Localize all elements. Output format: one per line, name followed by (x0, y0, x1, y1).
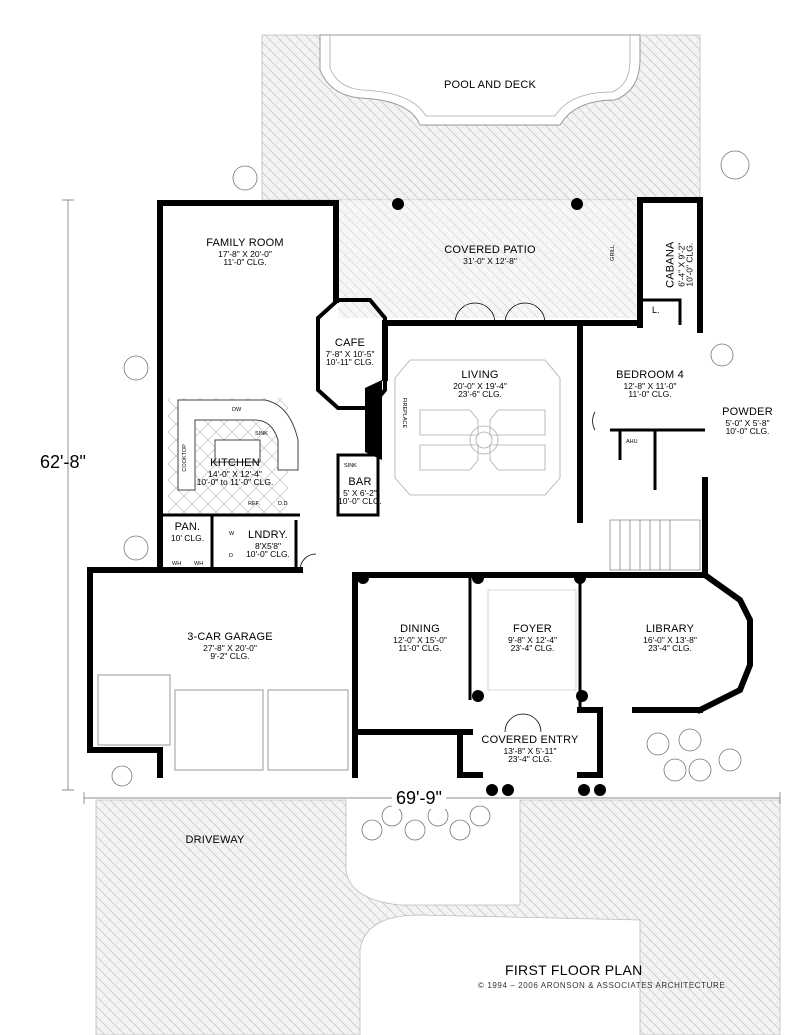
pantry-label: PAN. 10' CLG. (170, 521, 205, 543)
kitchen-sink-label: SINK (255, 431, 268, 437)
columns (357, 198, 606, 796)
dining-label: DINING 12'-0" X 15'-0" 11'-0" CLG. (393, 623, 447, 654)
library-label: LIBRARY 16'-0" X 13'-8" 23'-4" CLG. (643, 623, 697, 654)
fireplace-label: FIREPLACE (401, 397, 408, 429)
pool-label: POOL AND DECK (443, 79, 537, 91)
living-ceiling-detail (394, 359, 561, 496)
kitchen-island (214, 439, 261, 463)
double-oven-label: D.D (278, 501, 288, 507)
linen-label: L. (652, 305, 660, 315)
covered-patio-area (338, 200, 638, 318)
depth-dimension: 62'-8" (40, 452, 86, 472)
garage-label: 3-CAR GARAGE 27'-8" X 20'-0" 9'-2" CLG. (187, 631, 273, 662)
cooktop-label: COOKTOP (181, 444, 188, 472)
driveway-area (95, 799, 781, 1035)
washer-label: W (229, 531, 235, 537)
pool-deck (261, 34, 701, 201)
foyer-label: FOYER 9'-8" X 12'-4" 23'-4" CLG. (508, 623, 557, 654)
cabana-label: CABANA 6'-4" X 9'-2" 10'-0" CLG. (664, 241, 695, 288)
foyer-rug (487, 589, 577, 691)
kitchen-label: KITCHEN 14'-0" X 12'-4" 10'-0" to 11'-0"… (196, 457, 274, 488)
shrubs (111, 150, 750, 841)
bar-sink-label: SINK (344, 463, 357, 469)
laundry-label: LNDRY. 8'X5'8" 10'-0" CLG. (246, 529, 290, 560)
powder-label: POWDER 5'-0" X 5'-8" 10'-0" CLG. (722, 406, 773, 437)
width-dimension: 69'-9" (392, 788, 446, 809)
dishwasher-label: DW (232, 407, 242, 413)
plan-title: FIRST FLOOR PLAN (505, 962, 643, 978)
kitchen-counter (177, 399, 299, 491)
cafe-label: CAFE 7'-8" X 10'-5" 10'-11" CLG. (325, 337, 375, 368)
covered-patio-label: COVERED PATIO 31'-0" X 12'-8" (444, 244, 536, 266)
bar-label: BAR 5' X 6'-2" 10'-0" CLG. (338, 476, 382, 507)
cafe-bay (316, 298, 387, 410)
exterior-walls (87, 197, 753, 778)
garage-bays (97, 674, 349, 771)
driveway-label: DRIVEWAY (185, 834, 245, 846)
water-heater-1-label: WH (172, 561, 182, 567)
grill-label: GRILL (610, 244, 617, 261)
staircase (609, 519, 701, 571)
water-heater-2-label: WH (194, 561, 204, 567)
living-label: LIVING 20'-0" X 19'-4" 23'-6" CLG. (453, 369, 507, 400)
bar-counter (336, 453, 380, 517)
covered-entry-label: COVERED ENTRY 13'-8" X 5'-11" 23'-4" CLG… (481, 734, 579, 765)
fireplace (365, 380, 382, 460)
copyright: © 1994 – 2006 ARONSON & ASSOCIATES ARCHI… (478, 981, 726, 990)
bedroom4-label: BEDROOM 4 12'-8" X 11'-0" 11'-0" CLG. (616, 369, 684, 400)
interior-walls (160, 298, 705, 710)
doors (299, 302, 596, 733)
refrigerator-label: REF. (248, 501, 260, 507)
dryer-label: D (229, 553, 233, 559)
family-room-label: FAMILY ROOM 17'-8" X 20'-0" 11'-0" CLG. (206, 237, 284, 268)
ahu-label: AHU (626, 439, 638, 445)
